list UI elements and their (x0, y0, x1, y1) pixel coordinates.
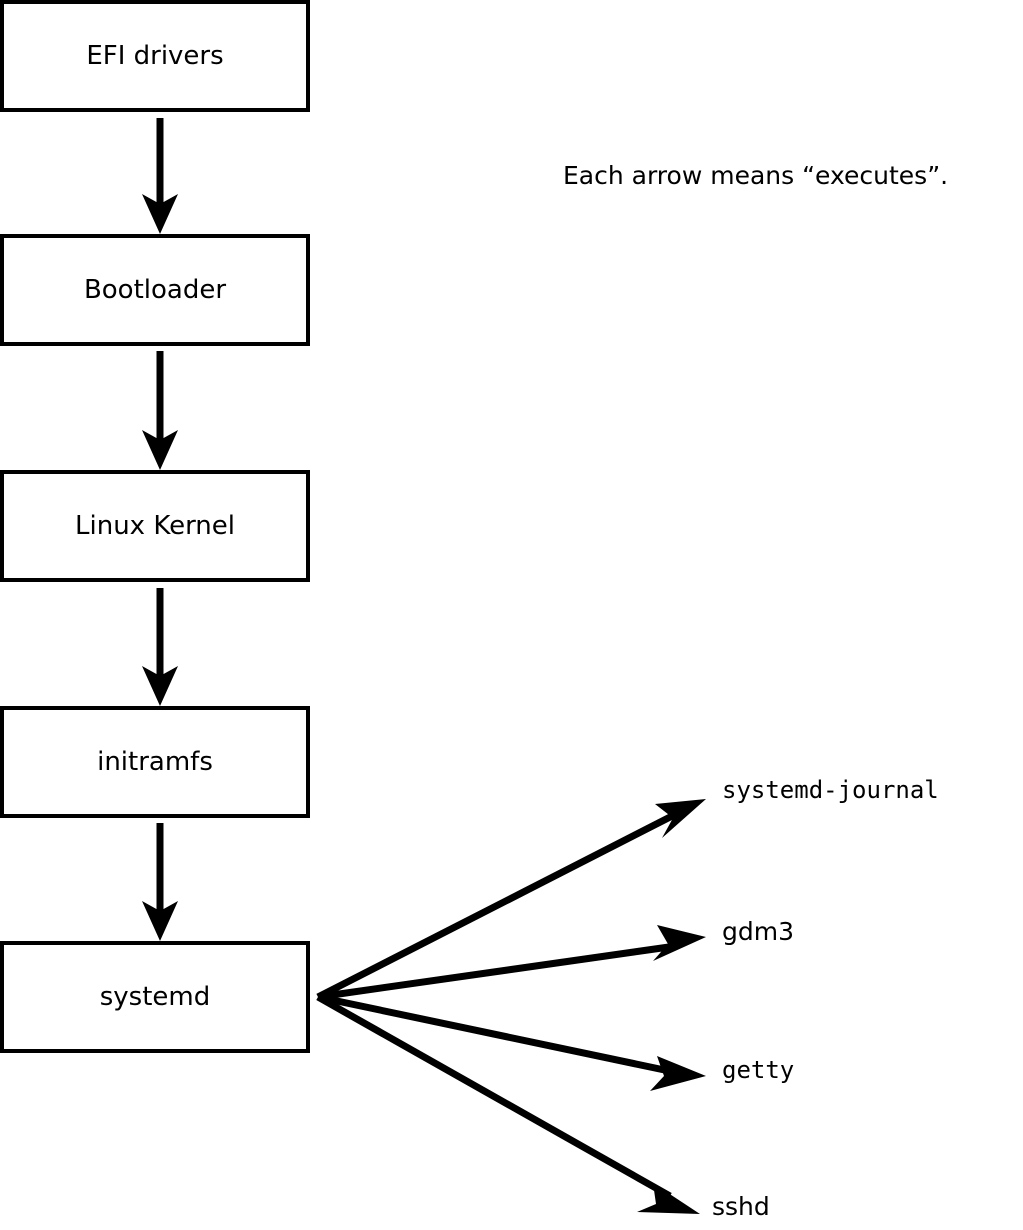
service-label-systemd-journal[interactable]: systemd-journal (722, 776, 939, 804)
node-label-efi-drivers: EFI drivers (86, 41, 224, 71)
node-efi-drivers[interactable]: EFI drivers (0, 0, 310, 112)
service-arrow-systemd-journal (316, 799, 706, 1001)
service-label-gdm3[interactable]: gdm3 (722, 917, 794, 946)
service-label-sshd[interactable]: sshd (712, 1192, 770, 1221)
node-bootloader[interactable]: Bootloader (0, 234, 310, 346)
node-linux-kernel[interactable]: Linux Kernel (0, 470, 310, 582)
node-label-systemd: systemd (99, 982, 211, 1012)
service-arrow-sshd (316, 993, 700, 1214)
service-arrow-getty (317, 993, 706, 1091)
service-arrow-gdm3 (317, 925, 706, 1001)
service-label-getty[interactable]: getty (722, 1056, 795, 1084)
node-systemd[interactable]: systemd (0, 941, 310, 1053)
legend-note: Each arrow means “executes”. (563, 161, 949, 190)
chain-arrow-initramfs-to-systemd (142, 823, 178, 941)
chain-arrow-kernel-to-initramfs (142, 588, 178, 706)
chain-arrow-bootloader-to-kernel (142, 351, 178, 470)
chain-arrow-efi-to-bootloader (142, 118, 178, 234)
node-label-initramfs: initramfs (97, 747, 213, 777)
node-label-linux-kernel: Linux Kernel (75, 511, 235, 541)
node-label-bootloader: Bootloader (83, 275, 227, 305)
node-initramfs[interactable]: initramfs (0, 706, 310, 818)
